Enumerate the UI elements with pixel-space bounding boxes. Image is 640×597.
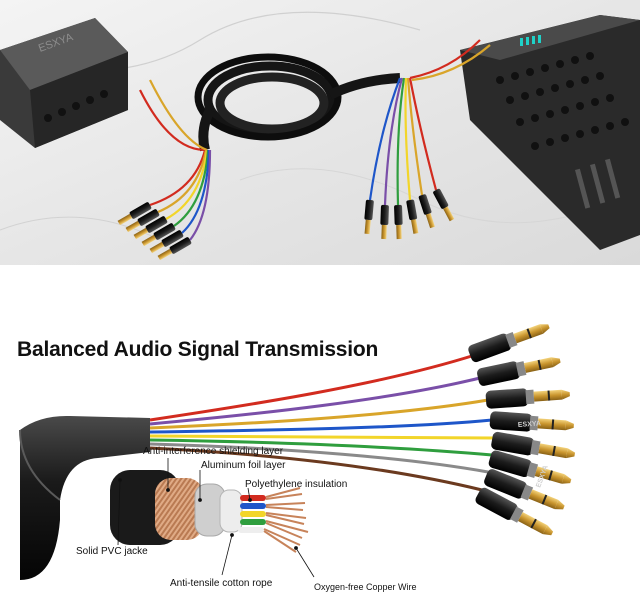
trs-plug	[477, 357, 561, 386]
callout-copper-wire: Oxygen-free Copper Wire	[314, 582, 417, 592]
callout-aluminum-foil-layer: Aluminum foil layer	[201, 460, 286, 471]
left-fanout-wires	[139, 79, 212, 241]
cable-jacket-bend	[19, 429, 61, 501]
right-plug-group	[364, 188, 455, 240]
plug-brand-mark: ESXYA	[518, 420, 542, 429]
copper-strands	[263, 487, 309, 553]
trs-plug	[485, 388, 570, 409]
coiled-snake-cable	[194, 53, 401, 152]
headline: Balanced Audio Signal Transmission	[17, 338, 379, 361]
audio-interface: ESXYA	[0, 18, 128, 148]
signal-wires	[149, 353, 495, 492]
cable-cutaway	[110, 470, 309, 553]
right-fanout-wires	[368, 39, 491, 206]
callout-pvc-jacket: Solid PVC jacke	[76, 546, 148, 557]
product-photo: ESXYA	[0, 0, 640, 265]
callout-cotton-rope: Anti-tensile cotton rope	[170, 578, 273, 589]
cable-cross-section-diagram: ESXYA ESXYA	[19, 324, 576, 580]
left-plug-group	[117, 202, 192, 261]
plug-stack: ESXYA ESXYA	[468, 324, 576, 536]
mixing-console	[460, 15, 640, 250]
trs-plug	[484, 469, 565, 510]
trs-plug	[468, 324, 550, 363]
trs-plug	[475, 487, 554, 536]
trs-plug	[488, 450, 572, 484]
trs-plug	[491, 431, 576, 459]
pvc-jacket	[20, 415, 150, 580]
callout-leader-lines	[117, 458, 315, 578]
callout-polyethylene-insulation: Polyethylene insulation	[245, 479, 348, 490]
callout-shielding-layer: Anti-interference shielding layer	[143, 446, 284, 457]
trs-plug	[489, 411, 574, 432]
insulated-conductors	[238, 495, 266, 533]
